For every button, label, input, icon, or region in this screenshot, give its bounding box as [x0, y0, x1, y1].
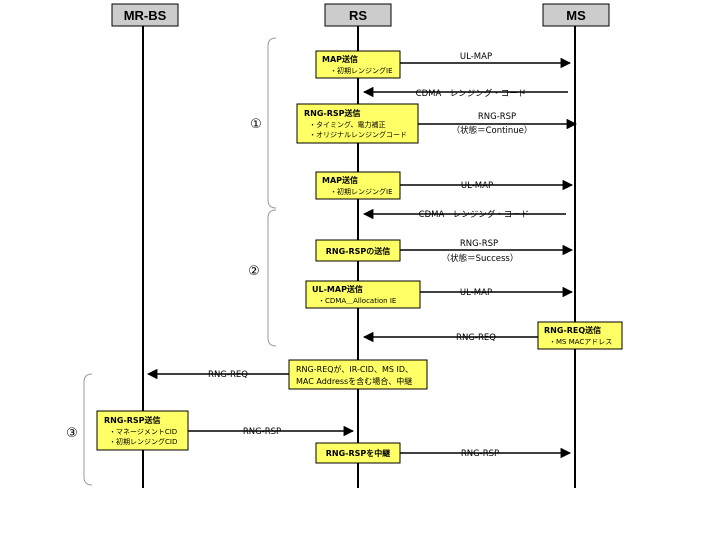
box-map-send-1: MAP送信 ・初期レンジングIE — [315, 50, 401, 79]
entity-header-mrbs: MR-BS — [111, 3, 179, 27]
entity-label-rs: RS — [349, 8, 367, 23]
message-label-10: RNG-RSP — [243, 427, 281, 437]
box-title: MAP送信 — [322, 54, 358, 64]
box-rng-rsp-send-2: RNG-RSPの送信 — [315, 239, 401, 262]
message-label-3a: RNG-RSP — [478, 112, 516, 122]
message-label-4: UL-MAP — [461, 181, 493, 191]
entity-header-rs: RS — [324, 3, 392, 27]
box-map-send-2: MAP送信 ・初期レンジングIE — [315, 171, 401, 200]
group-label-1: ① — [250, 117, 262, 132]
message-label-6a: RNG-RSP — [460, 239, 498, 249]
message-label-7: UL-MAP — [460, 288, 492, 298]
group-bracket-1 — [267, 37, 277, 209]
message-label-9: RNG-REQ — [208, 370, 248, 380]
box-rng-rsp-relay: RNG-RSPを中継 — [315, 442, 401, 464]
box-line: ・初期レンジングIE — [330, 187, 393, 196]
box-rng-req-relay-condition: RNG-REQが、IR-CID、MS ID、 MAC Addressを含む場合、… — [288, 359, 428, 390]
box-title: MAP送信 — [322, 175, 358, 185]
box-rng-req-send: RNG-REQ送信 ・MS MACアドレス — [537, 321, 623, 350]
box-title: RNG-RSPを中継 — [326, 448, 391, 458]
entity-label-ms: MS — [566, 8, 586, 23]
box-line: ・MS MACアドレス — [549, 338, 612, 346]
box-ul-map-send: UL-MAP送信 ・CDMA＿Allocation IE — [305, 280, 421, 309]
entity-header-ms: MS — [542, 3, 610, 27]
box-title: UL-MAP送信 — [312, 284, 363, 294]
box-line: RNG-REQが、IR-CID、MS ID、 — [296, 364, 413, 374]
message-label-1: UL-MAP — [460, 52, 492, 62]
box-line: ・初期レンジングCID — [109, 437, 177, 446]
entity-label-mrbs: MR-BS — [124, 8, 167, 23]
message-label-8: RNG-REQ — [456, 333, 496, 343]
message-label-6b: （状態＝Success） — [442, 253, 519, 264]
message-label-3b: （状態＝Continue） — [452, 125, 533, 136]
box-title: RNG-REQ送信 — [544, 325, 601, 335]
group-bracket-3 — [83, 373, 93, 486]
box-title: RNG-RSP送信 — [104, 415, 161, 425]
message-label-5: CDMA レンジング・コード — [419, 209, 530, 220]
group-bracket-2 — [267, 209, 277, 347]
box-line: ・オリジナルレンジングコード — [309, 130, 407, 139]
box-line: ・CDMA＿Allocation IE — [318, 297, 396, 305]
box-rng-rsp-send-1: RNG-RSP送信 ・タイミング、電力補正 ・オリジナルレンジングコード — [296, 103, 419, 144]
box-line: ・マネージメントCID — [109, 428, 177, 436]
box-line: ・初期レンジングIE — [330, 66, 393, 75]
group-label-2: ② — [248, 264, 260, 279]
message-label-2: CDMA レンジング・コード — [416, 88, 527, 99]
group-label-3: ③ — [66, 426, 78, 441]
message-label-11: RNG-RSP — [461, 449, 499, 459]
box-line: MAC Addressを含む場合、中継 — [296, 376, 412, 386]
box-rng-rsp-send-mrbs: RNG-RSP送信 ・マネージメントCID ・初期レンジングCID — [96, 410, 189, 451]
box-line: ・タイミング、電力補正 — [309, 120, 386, 129]
box-title: RNG-RSPの送信 — [326, 246, 391, 256]
box-title: RNG-RSP送信 — [304, 108, 361, 118]
